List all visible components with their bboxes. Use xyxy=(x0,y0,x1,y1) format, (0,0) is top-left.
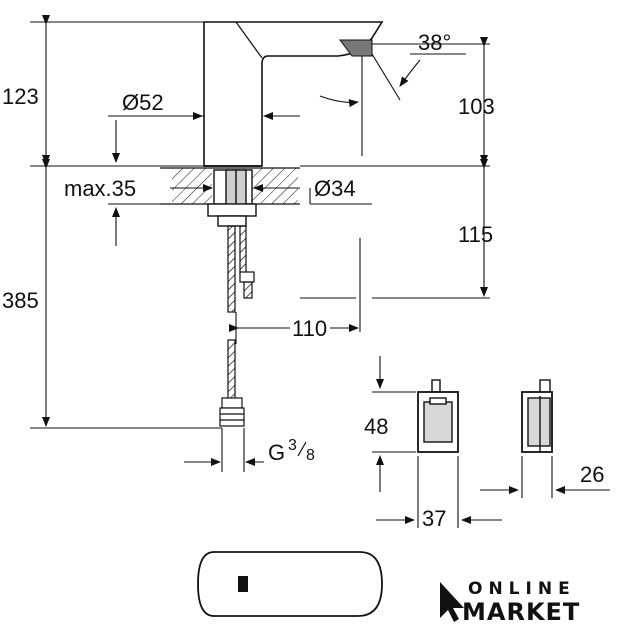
mounting-shank xyxy=(207,169,257,227)
faucet-body xyxy=(203,21,384,167)
supply-hoses xyxy=(219,225,255,427)
dim-385-label: 385 xyxy=(2,288,39,313)
control-box-front xyxy=(417,379,459,453)
control-box-side xyxy=(521,379,553,453)
dim-37-label: 37 xyxy=(422,506,446,531)
logo-line1: ONLINE xyxy=(468,579,576,599)
thread-g-label: G xyxy=(268,440,285,465)
dim-115-label: 115 xyxy=(458,222,493,247)
dim-diameter-34-label: Ø34 xyxy=(314,176,356,201)
dim-123-label: 123 xyxy=(2,84,39,109)
thread-denominator-label: 8 xyxy=(306,447,315,464)
thread-fraction-bar xyxy=(297,441,307,457)
cursor-icon xyxy=(440,582,464,622)
dim-26-label: 26 xyxy=(580,462,604,487)
online-market-logo: ONLINE MARKET xyxy=(440,579,580,626)
dim-max35-label: max.35 xyxy=(64,176,136,201)
faucet-top-view xyxy=(197,551,383,617)
dim-48-label: 48 xyxy=(364,414,388,439)
thread-numerator-label: 3 xyxy=(288,437,297,454)
dim-103-label: 103 xyxy=(458,94,495,119)
dimension-lines xyxy=(30,15,610,528)
dim-110-label: 110 xyxy=(292,316,327,341)
dim-diameter-52-label: Ø52 xyxy=(122,90,164,115)
logo-line2: MARKET xyxy=(462,598,580,626)
dim-angle-38-label: 38° xyxy=(418,30,451,55)
